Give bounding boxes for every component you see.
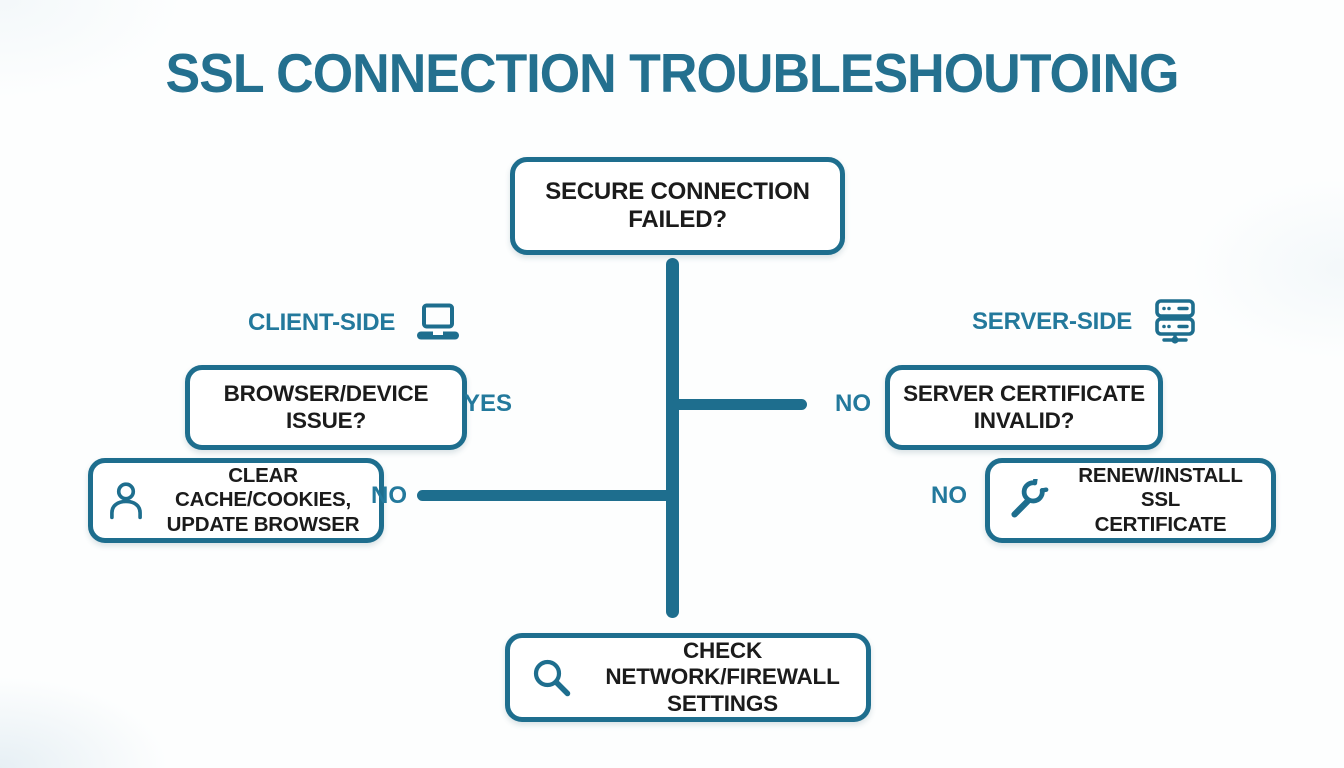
- laptop-icon: [417, 303, 460, 340]
- wrench-icon: [1011, 478, 1049, 517]
- client-side-header: CLIENT-SIDE: [248, 303, 461, 343]
- connector-trunk-vertical: [666, 258, 679, 618]
- node-renew-install-ssl-certificate: RENEW/INSTALL SSL CERTIFICATE: [985, 458, 1276, 543]
- server-no-label: NO: [835, 390, 871, 417]
- client-yes-label: YES: [464, 390, 513, 417]
- node-label: SECURE CONNECTION FAILED?: [545, 177, 810, 233]
- node-label: CHECK NETWORK/FIREWALL SETTINGS: [605, 637, 840, 716]
- client-no-label: NO: [371, 482, 407, 509]
- node-label: CLEAR CACHE/COOKIES, UPDATE BROWSER: [166, 464, 360, 536]
- page-title: SSL CONNECTION TROUBLESHOUTOING: [165, 43, 1180, 105]
- search-icon: [533, 659, 571, 696]
- node-browser-device-issue: BROWSER/DEVICE ISSUE?: [185, 365, 467, 450]
- server-action-no-label: NO: [931, 482, 967, 509]
- node-server-certificate-invalid: SERVER CERTIFICATE INVALID?: [885, 365, 1163, 450]
- node-check-network-firewall-settings: CHECK NETWORK/FIREWALL SETTINGS: [505, 633, 871, 722]
- node-label: BROWSER/DEVICE ISSUE?: [223, 380, 429, 433]
- connector-to-client-action: [417, 490, 673, 501]
- server-side-label: SERVER-SIDE: [972, 308, 1133, 335]
- node-label: SERVER CERTIFICATE INVALID?: [903, 380, 1145, 433]
- person-icon: [110, 481, 142, 519]
- server-icon: [1155, 299, 1195, 344]
- node-secure-connection-failed: SECURE CONNECTION FAILED?: [510, 157, 845, 255]
- server-side-header: SERVER-SIDE: [972, 299, 1198, 345]
- connector-to-server-question: [672, 399, 807, 410]
- node-clear-cache-update-browser: CLEAR CACHE/COOKIES, UPDATE BROWSER: [88, 458, 384, 543]
- node-label: RENEW/INSTALL SSL CERTIFICATE: [1078, 464, 1243, 536]
- client-side-label: CLIENT-SIDE: [248, 309, 396, 336]
